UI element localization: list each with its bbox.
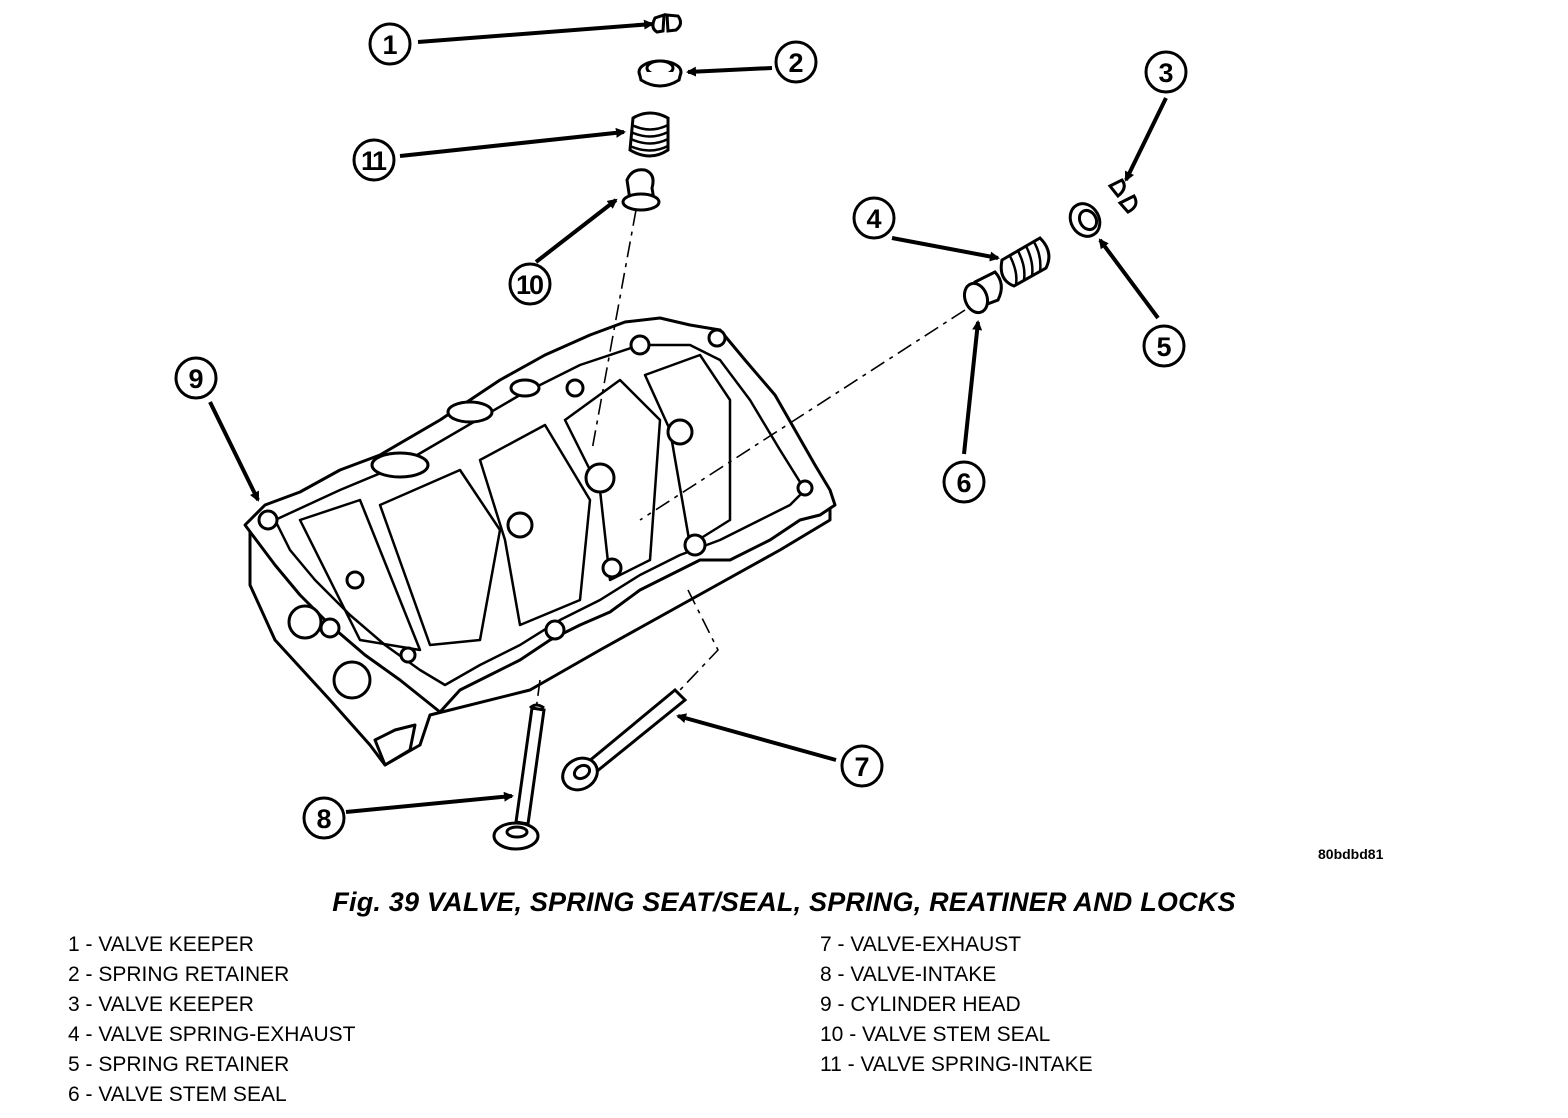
svg-text:1: 1 <box>382 30 397 60</box>
spring-retainer-exhaust <box>1068 202 1102 238</box>
legend-left-column: 1 - VALVE KEEPER 2 - SPRING RETAINER 3 -… <box>68 930 355 1110</box>
callout-10: 10 <box>508 262 552 306</box>
leader-1 <box>417 19 654 44</box>
spring-retainer-intake <box>637 59 683 88</box>
leader-4 <box>891 236 1000 262</box>
callout-1: 1 <box>368 22 412 66</box>
valve-spring-exhaust <box>999 236 1051 288</box>
legend-item-10: 10 - VALVE STEM SEAL <box>820 1023 1051 1046</box>
svg-text:5: 5 <box>1156 332 1171 362</box>
exploded-valve-diagram: 1 2 3 4 5 6 7 8 <box>174 12 1188 851</box>
valve-spring-intake <box>628 111 670 158</box>
leader-6 <box>962 320 983 455</box>
valve-exhaust <box>561 687 688 792</box>
valve-intake <box>492 703 546 851</box>
leader-8 <box>345 791 514 814</box>
leader-10 <box>534 198 618 264</box>
legend-item-3: 3 - VALVE KEEPER <box>68 993 254 1016</box>
leader-7 <box>676 713 837 762</box>
svg-text:3: 3 <box>1158 58 1173 88</box>
callouts: 1 2 3 4 5 6 7 8 <box>174 22 1188 840</box>
legend-right-column: 7 - VALVE-EXHAUST 8 - VALVE-INTAKE 9 - C… <box>820 930 1093 1080</box>
callout-6: 6 <box>942 460 986 504</box>
cylinder-head <box>243 316 837 767</box>
leader-2 <box>686 66 773 77</box>
legend-item-5: 5 - SPRING RETAINER <box>68 1053 290 1076</box>
legend-item-2: 2 - SPRING RETAINER <box>68 963 290 986</box>
leader-3 <box>1124 97 1168 182</box>
legend-item-6: 6 - VALVE STEM SEAL <box>68 1083 287 1106</box>
callout-9: 9 <box>174 356 218 400</box>
image-code: 80bdbd81 <box>1318 846 1384 862</box>
figure-caption: Fig. 39 VALVE, SPRING SEAT/SEAL, SPRING,… <box>332 887 1236 917</box>
valve-keeper-intake <box>651 12 683 34</box>
svg-text:8: 8 <box>316 804 331 834</box>
callout-11: 11 <box>352 138 396 182</box>
legend-item-7: 7 - VALVE-EXHAUST <box>820 933 1022 956</box>
valve-stem-seal-intake <box>621 168 661 212</box>
leader-5 <box>1098 238 1160 320</box>
legend-item-9: 9 - CYLINDER HEAD <box>820 993 1021 1016</box>
svg-text:11: 11 <box>361 146 387 176</box>
alignment-lines <box>535 209 966 711</box>
svg-text:9: 9 <box>188 364 203 394</box>
svg-text:10: 10 <box>516 270 544 300</box>
callout-8: 8 <box>302 796 346 840</box>
legend-item-1: 1 - VALVE KEEPER <box>68 933 254 956</box>
legend-item-4: 4 - VALVE SPRING-EXHAUST <box>68 1023 356 1046</box>
legend-item-11: 11 - VALVE SPRING-INTAKE <box>820 1053 1093 1076</box>
callout-3: 3 <box>1144 50 1188 94</box>
callout-2: 2 <box>774 40 818 84</box>
callout-4: 4 <box>852 196 896 240</box>
valve-keeper-exhaust <box>1107 178 1138 214</box>
svg-text:7: 7 <box>854 752 869 782</box>
leader-11 <box>399 127 626 158</box>
callout-7: 7 <box>840 744 884 788</box>
legend-item-8: 8 - VALVE-INTAKE <box>820 963 997 986</box>
leader-9 <box>208 401 260 502</box>
callout-5: 5 <box>1142 324 1186 368</box>
leader-arrows <box>208 19 1168 814</box>
valve-stem-seal-exhaust <box>962 270 1003 315</box>
svg-text:6: 6 <box>956 468 971 498</box>
svg-text:2: 2 <box>788 48 803 78</box>
svg-text:4: 4 <box>866 204 881 234</box>
